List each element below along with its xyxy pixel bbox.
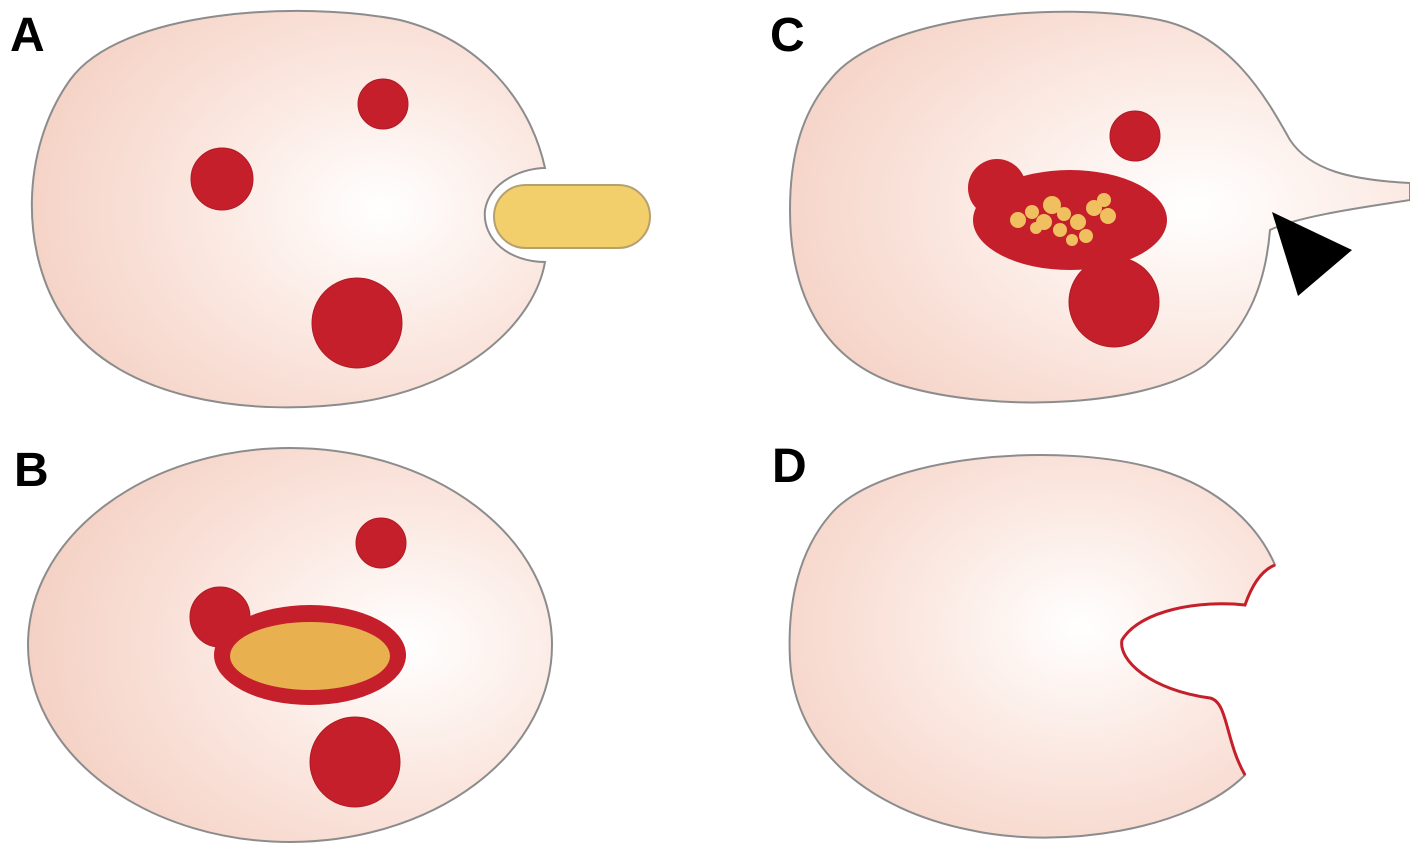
panel-label-b: B bbox=[14, 447, 49, 495]
cell-body-d bbox=[790, 455, 1275, 838]
engulfed-particle bbox=[230, 622, 390, 690]
panel-a bbox=[32, 11, 650, 407]
panel-b bbox=[28, 448, 552, 842]
phagolysosome bbox=[973, 170, 1167, 270]
granule bbox=[1110, 111, 1160, 161]
panel-d bbox=[790, 455, 1275, 838]
granule bbox=[358, 79, 408, 129]
granule bbox=[191, 148, 253, 210]
cell-body-a bbox=[32, 11, 545, 407]
granule bbox=[312, 278, 402, 368]
granule bbox=[1069, 257, 1159, 347]
panel-c bbox=[790, 12, 1410, 403]
panel-label-c: C bbox=[770, 12, 805, 60]
panel-label-d: D bbox=[772, 443, 807, 491]
bacterium bbox=[494, 185, 650, 248]
granule bbox=[310, 717, 400, 807]
arrowhead-icon bbox=[1272, 212, 1352, 296]
granule bbox=[356, 518, 406, 568]
panel-label-a: A bbox=[10, 12, 45, 60]
